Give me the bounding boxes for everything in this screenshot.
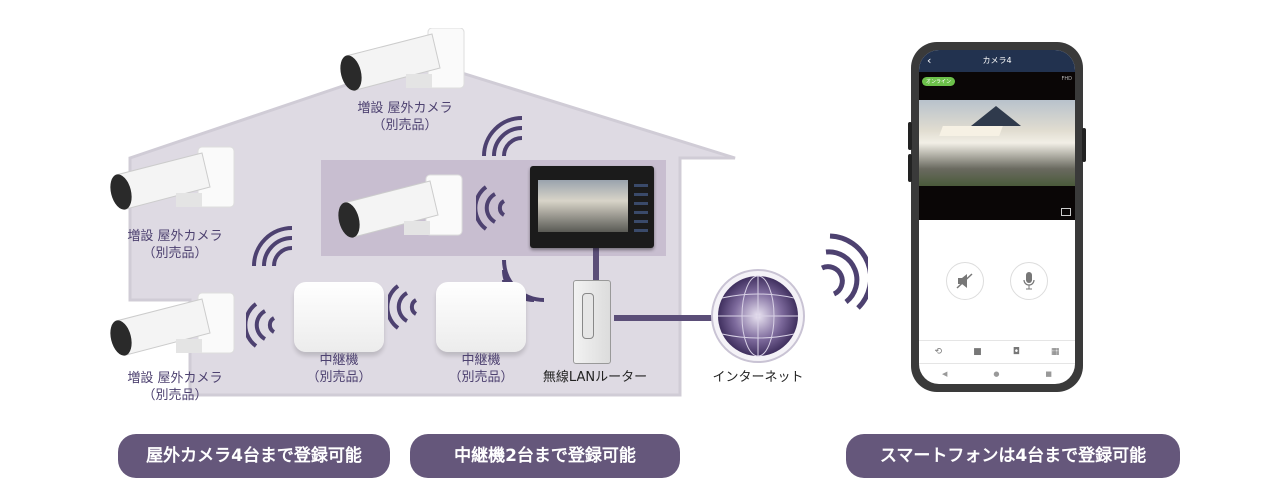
camera-snapshot-icon[interactable]: ◘	[1012, 347, 1020, 357]
globe-icon	[711, 269, 805, 363]
status-bar: オンライン FHD	[919, 72, 1075, 100]
app-header: ‹ カメラ4	[919, 50, 1075, 72]
controls-area	[919, 220, 1075, 340]
wifi-wave-icon	[482, 116, 523, 157]
speaker-mute-icon	[956, 273, 973, 289]
camera-roof	[340, 28, 465, 91]
repeater-1-label: 中継機（別売品）	[306, 353, 372, 385]
sd-card-icon[interactable]: ▦	[1050, 347, 1060, 357]
repeater-1	[294, 282, 384, 352]
speaker-mute-button[interactable]	[946, 262, 984, 300]
monitor-device	[530, 166, 654, 248]
wifi-wave-icon	[388, 284, 418, 330]
app-toolbar: ⟲ ■ ◘ ▦	[919, 340, 1075, 364]
recents-square-icon[interactable]: ■	[1045, 370, 1052, 378]
camera-left-upper-label: 増設 屋外カメラ（別売品）	[127, 229, 223, 261]
wifi-wave-icon	[820, 233, 868, 310]
internet-label: インターネット	[712, 370, 804, 385]
home-circle-icon[interactable]: ●	[993, 370, 1000, 378]
phone-screen: ‹ カメラ4 オンライン FHD ⟲ ■ ◘ ▦	[919, 50, 1075, 384]
playback-icon[interactable]: ⟲	[934, 347, 943, 357]
router-label: 無線LANルーター	[542, 370, 648, 385]
camera-live-view[interactable]	[919, 100, 1075, 186]
online-badge: オンライン	[922, 77, 956, 86]
wifi-wave-icon	[252, 226, 293, 267]
fullscreen-icon[interactable]	[1061, 208, 1071, 216]
smartphone: ‹ カメラ4 オンライン FHD ⟲ ■ ◘ ▦	[908, 42, 1086, 392]
monitor-screen	[538, 180, 628, 232]
cable-router-internet	[614, 315, 714, 321]
camera-left-upper	[110, 146, 235, 210]
router-device	[573, 280, 611, 364]
smartphones-capacity-badge: スマートフォンは4台まで登録可能	[846, 434, 1180, 478]
chevron-left-icon[interactable]: ‹	[927, 54, 932, 67]
wifi-wave-icon	[476, 185, 506, 231]
android-navbar: ◀ ● ■	[919, 364, 1075, 384]
video-record-icon[interactable]: ■	[973, 347, 982, 357]
camera-indoor	[338, 174, 463, 238]
back-triangle-icon[interactable]: ◀	[941, 370, 948, 378]
camera-left-lower	[110, 292, 235, 356]
camera-title: カメラ4	[982, 56, 1012, 65]
microphone-button[interactable]	[1010, 262, 1048, 300]
repeater-2-label: 中継機（別売品）	[448, 353, 514, 385]
camera-left-lower-label: 増設 屋外カメラ（別売品）	[127, 371, 223, 403]
cameras-capacity-badge: 屋外カメラ4台まで登録可能	[118, 434, 390, 478]
wifi-wave-icon	[246, 302, 276, 348]
quality-label[interactable]: FHD	[1061, 76, 1073, 82]
camera-roof-label: 増設 屋外カメラ（別売品）	[357, 101, 453, 133]
microphone-icon	[1023, 272, 1035, 290]
video-footer	[919, 186, 1075, 220]
cable-monitor-router	[593, 248, 599, 288]
repeaters-capacity-badge: 中継機2台まで登録可能	[410, 434, 680, 478]
repeater-2	[436, 282, 526, 352]
